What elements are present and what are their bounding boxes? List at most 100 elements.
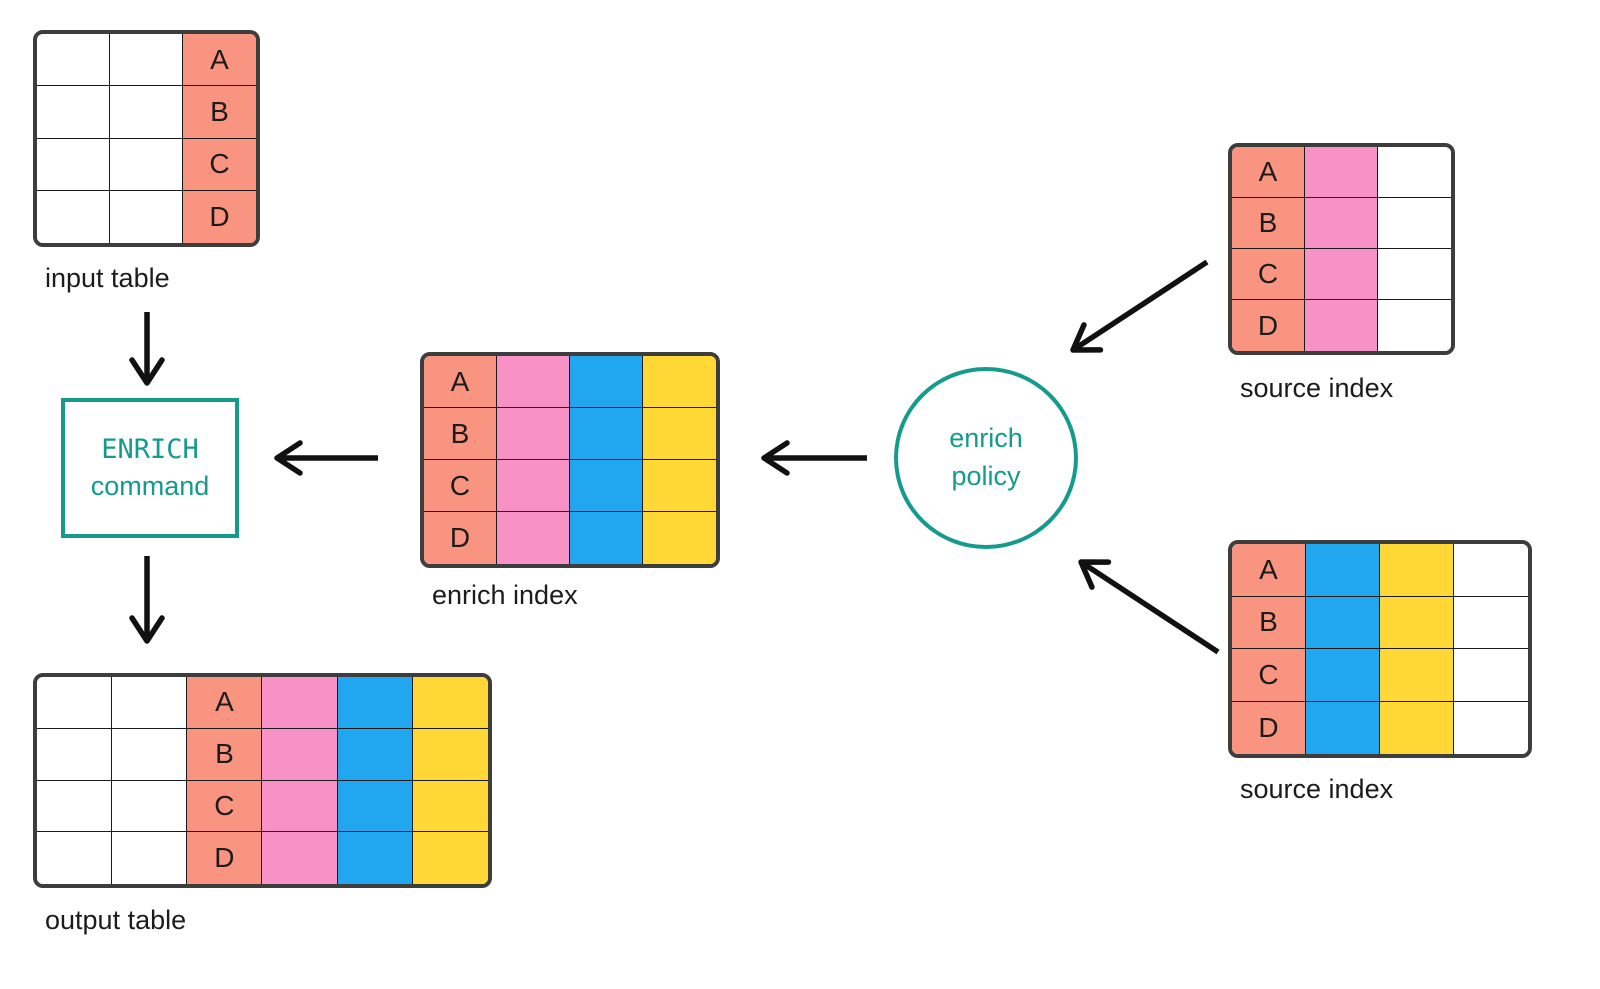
table-cell: B (1232, 198, 1305, 249)
table-cell (570, 512, 643, 564)
table-cell: C (187, 780, 263, 833)
table-cell (1305, 300, 1378, 351)
enrich-policy-node: enrich policy (894, 367, 1078, 549)
table-cell (1306, 701, 1380, 754)
table-cell (110, 138, 183, 191)
table-cell (570, 356, 643, 408)
table-cell (570, 460, 643, 512)
table-cell: B (183, 86, 256, 139)
table-cell (497, 460, 570, 512)
table-cell (643, 408, 716, 460)
enrich-command-line2: command (90, 471, 210, 501)
table-cell: B (1232, 596, 1306, 649)
table-cell: C (424, 460, 497, 512)
table-cell (497, 512, 570, 564)
table-cell (337, 780, 413, 833)
enrich-command-node: ENRICH command (61, 398, 239, 538)
enrich-policy-line2: policy (951, 461, 1021, 491)
table-cell (412, 780, 488, 833)
table-cell: A (1232, 147, 1305, 198)
table-cell (1454, 649, 1528, 702)
table-cell (37, 190, 110, 243)
table-cell (37, 86, 110, 139)
table-cell: B (424, 408, 497, 460)
enrich-command-line1: ENRICH (101, 433, 199, 465)
table-cell (1306, 649, 1380, 702)
table-cell (1378, 147, 1451, 198)
table-cell: A (1232, 544, 1306, 597)
table-cell: D (1232, 300, 1305, 351)
table-cell (1380, 701, 1454, 754)
table-cell: A (424, 356, 497, 408)
table-cell (112, 832, 188, 884)
table-cell (337, 832, 413, 884)
arrow-source-bottom-to-policy (1078, 559, 1220, 655)
table-cell (337, 728, 413, 781)
table-cell (112, 728, 188, 781)
table-cell: C (183, 138, 256, 191)
table-cell (110, 190, 183, 243)
table-cell: D (183, 190, 256, 243)
table-cell (1454, 701, 1528, 754)
table-cell (643, 356, 716, 408)
table-cell (1305, 147, 1378, 198)
table-cell: A (187, 677, 263, 729)
table-cell (643, 460, 716, 512)
table-cell (112, 677, 188, 729)
table-cell (112, 780, 188, 833)
table-cell (570, 408, 643, 460)
table-cell (497, 356, 570, 408)
table-cell (262, 677, 338, 729)
table-cell (497, 408, 570, 460)
table-cell (262, 832, 338, 884)
arrow-source-top-to-policy (1070, 259, 1209, 353)
table-cell (1306, 544, 1380, 597)
table-cell (1305, 198, 1378, 249)
table-cell (1380, 544, 1454, 597)
table-cell (1454, 596, 1528, 649)
table-cell (37, 832, 113, 884)
table-cell: A (183, 34, 256, 87)
source-index-top-label: source index (1240, 373, 1394, 403)
table-cell (37, 677, 113, 729)
source-index-bottom-label: source index (1240, 774, 1394, 804)
table-cell: D (1232, 701, 1306, 754)
table-cell (1378, 249, 1451, 300)
table-cell: D (424, 512, 497, 564)
table-cell (412, 677, 488, 729)
table-cell (412, 832, 488, 884)
table-cell (37, 780, 113, 833)
table-cell (643, 512, 716, 564)
table-cell (1378, 300, 1451, 351)
output-table-label: output table (45, 905, 187, 935)
table-cell (37, 34, 110, 87)
table-cell: C (1232, 249, 1305, 300)
table-cell (110, 34, 183, 87)
enrich-policy-line1: enrich (949, 423, 1023, 454)
table-cell: B (187, 728, 263, 781)
table-cell (1380, 596, 1454, 649)
table-cell (37, 728, 113, 781)
table-cell (37, 138, 110, 191)
table-cell (1380, 649, 1454, 702)
input-table-label: input table (45, 263, 170, 293)
table-cell (1454, 544, 1528, 597)
table-cell (1378, 198, 1451, 249)
table-cell (412, 728, 488, 781)
table-cell: C (1232, 649, 1306, 702)
table-cell (262, 728, 338, 781)
table-cell (1305, 249, 1378, 300)
table-cell (110, 86, 183, 139)
table-cell (337, 677, 413, 729)
table-cell (262, 780, 338, 833)
